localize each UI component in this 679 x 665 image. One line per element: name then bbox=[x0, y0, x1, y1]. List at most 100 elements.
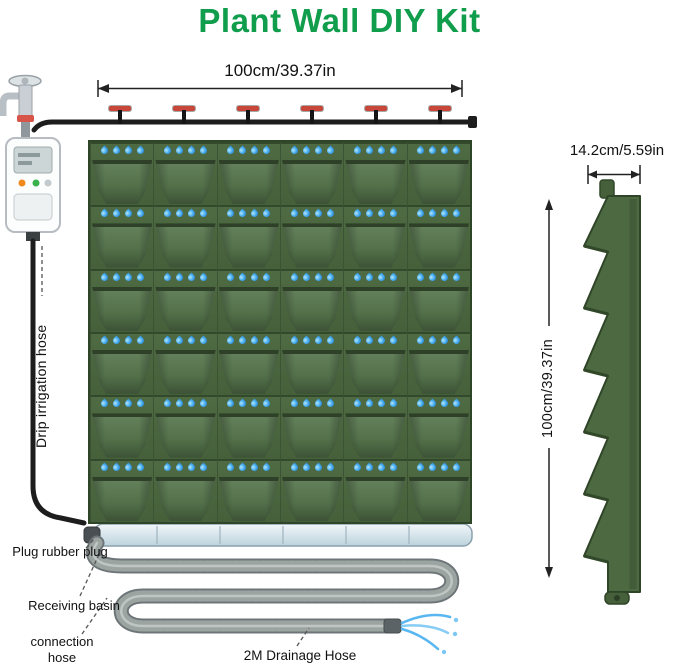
planter-pocket bbox=[153, 331, 217, 396]
water-drop-icon bbox=[135, 462, 146, 473]
water-drop-icon bbox=[261, 208, 272, 219]
water-drops bbox=[91, 398, 153, 409]
water-drop-icon bbox=[198, 145, 209, 156]
planter-pocket bbox=[216, 142, 280, 206]
pocket-cup bbox=[408, 349, 469, 395]
planter-pocket bbox=[406, 395, 470, 459]
water-drop-icon bbox=[225, 335, 236, 346]
water-drop-icon bbox=[237, 145, 248, 156]
pocket-cup bbox=[92, 286, 153, 331]
water-drop-icon bbox=[174, 208, 185, 219]
water-drops bbox=[91, 272, 153, 283]
planter-pocket bbox=[406, 331, 470, 396]
pocket-cup bbox=[345, 160, 406, 205]
planter-pocket bbox=[153, 458, 217, 522]
pocket-cup bbox=[218, 223, 279, 268]
water-drop-icon bbox=[111, 208, 122, 219]
pocket-cup bbox=[218, 349, 279, 395]
water-drop-icon bbox=[225, 208, 236, 219]
planter-pocket bbox=[343, 395, 407, 459]
pocket-cup bbox=[155, 413, 216, 458]
planter-pocket bbox=[343, 268, 407, 332]
water-drop-icon bbox=[415, 272, 426, 283]
water-drop-icon bbox=[198, 462, 209, 473]
water-drops bbox=[91, 335, 153, 346]
water-drop-icon bbox=[135, 145, 146, 156]
planter-pocket bbox=[216, 395, 280, 459]
side-view-panel bbox=[583, 179, 641, 605]
water-drops bbox=[344, 272, 406, 283]
pocket-cup bbox=[218, 413, 279, 458]
water-drop-icon bbox=[325, 208, 336, 219]
planter-pocket bbox=[279, 205, 344, 269]
planter-pocket bbox=[90, 268, 154, 332]
water-drop-icon bbox=[123, 145, 134, 156]
water-drop-icon bbox=[249, 272, 260, 283]
planter-pocket bbox=[153, 268, 217, 332]
water-drop-icon bbox=[237, 272, 248, 283]
planter-pocket bbox=[343, 458, 407, 522]
timer-device bbox=[5, 137, 61, 241]
planter-pocket bbox=[343, 205, 407, 269]
water-drop-icon bbox=[388, 398, 399, 409]
pocket-cup bbox=[281, 160, 343, 205]
planter-pocket bbox=[279, 395, 344, 459]
water-drop-icon bbox=[162, 208, 173, 219]
water-drop-icon bbox=[261, 398, 272, 409]
side-depth-dimension bbox=[587, 165, 641, 184]
planter-pocket bbox=[90, 205, 154, 269]
planter-pocket bbox=[153, 142, 217, 206]
water-drop-icon bbox=[313, 145, 324, 156]
water-drop-icon bbox=[439, 208, 450, 219]
water-drops bbox=[408, 208, 470, 219]
label-leaders bbox=[79, 538, 310, 647]
water-drop-icon bbox=[186, 335, 197, 346]
water-drop-icon bbox=[186, 145, 197, 156]
water-drop-icon bbox=[415, 398, 426, 409]
water-drop-icon bbox=[352, 335, 363, 346]
water-drop-icon bbox=[301, 272, 312, 283]
basin-label: Receiving basin bbox=[28, 598, 120, 613]
pocket-cup bbox=[155, 349, 216, 395]
water-drops bbox=[408, 462, 470, 473]
water-drop-icon bbox=[174, 462, 185, 473]
water-drops bbox=[218, 462, 280, 473]
water-drop-icon bbox=[123, 208, 134, 219]
water-drop-icon bbox=[439, 462, 450, 473]
side-depth-label: 14.2cm/5.59in bbox=[569, 142, 665, 159]
planter-pocket bbox=[216, 458, 280, 522]
water-drop-icon bbox=[135, 272, 146, 283]
water-drop-icon bbox=[364, 208, 375, 219]
water-drop-icon bbox=[388, 145, 399, 156]
water-drops bbox=[408, 335, 470, 346]
water-drop-icon bbox=[313, 462, 324, 473]
pocket-cup bbox=[281, 476, 343, 521]
pocket-cup bbox=[155, 160, 216, 205]
water-drop-icon bbox=[415, 145, 426, 156]
water-drop-icon bbox=[186, 462, 197, 473]
water-drop-icon bbox=[289, 272, 300, 283]
water-drop-icon bbox=[162, 335, 173, 346]
water-drops bbox=[408, 272, 470, 283]
water-drop-icon bbox=[364, 335, 375, 346]
water-drops bbox=[281, 145, 343, 156]
water-drop-icon bbox=[352, 462, 363, 473]
water-drop-icon bbox=[237, 208, 248, 219]
receiving-basin bbox=[93, 523, 473, 547]
water-drop-icon bbox=[439, 335, 450, 346]
water-drop-icon bbox=[415, 335, 426, 346]
water-drops bbox=[408, 145, 470, 156]
pocket-cup bbox=[218, 160, 279, 205]
water-drop-icon bbox=[289, 335, 300, 346]
water-drop-icon bbox=[237, 462, 248, 473]
water-drop-icon bbox=[451, 272, 462, 283]
page-title: Plant Wall DIY Kit bbox=[198, 2, 481, 39]
water-drops bbox=[154, 398, 216, 409]
water-drop-icon bbox=[376, 145, 387, 156]
water-drop-icon bbox=[325, 462, 336, 473]
water-drop-icon bbox=[388, 272, 399, 283]
water-drop-icon bbox=[225, 398, 236, 409]
water-drop-icon bbox=[313, 398, 324, 409]
side-height-label: 100cm/39.37in bbox=[540, 338, 556, 438]
pocket-cup bbox=[408, 223, 469, 268]
